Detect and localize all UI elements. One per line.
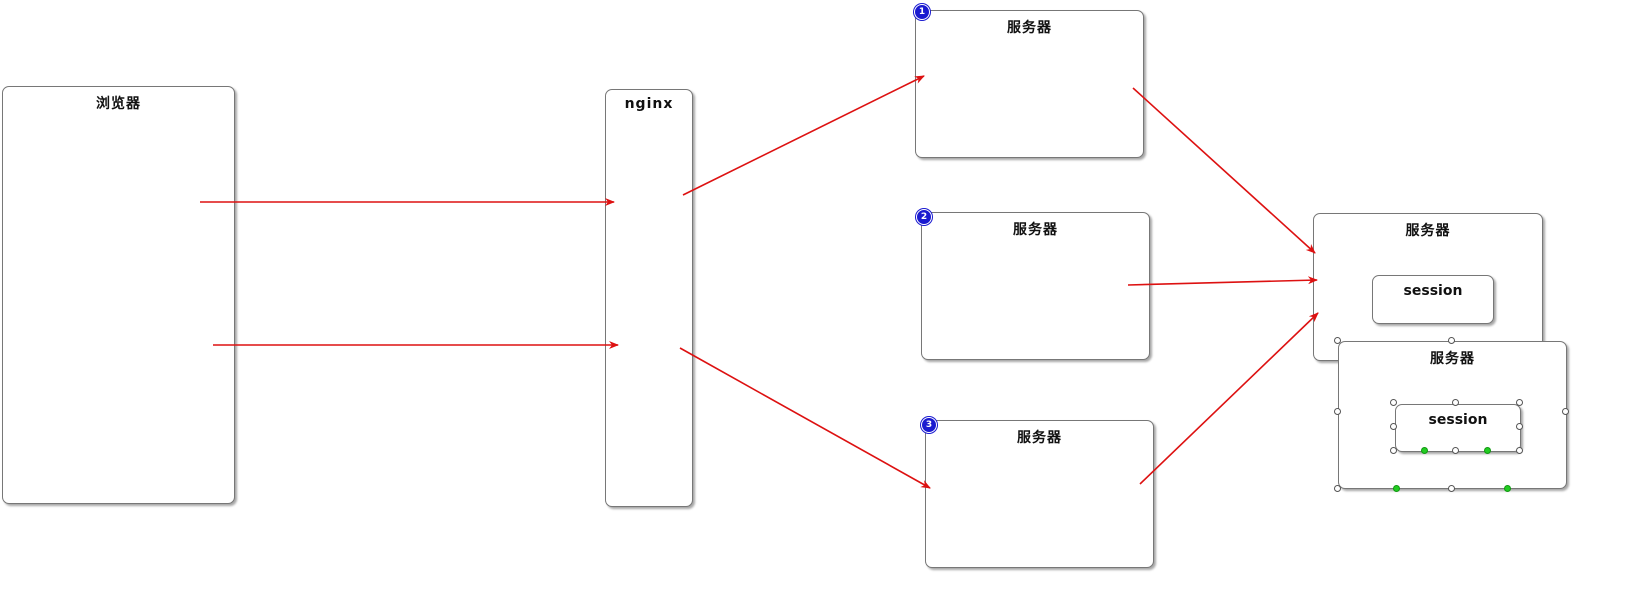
session-server-a-label: 服务器 xyxy=(1405,223,1451,239)
resize-handle[interactable] xyxy=(1516,399,1523,406)
nginx-node[interactable]: nginx xyxy=(605,89,693,507)
resize-handle[interactable] xyxy=(1390,447,1397,454)
resize-handle[interactable] xyxy=(1448,337,1455,344)
browser-node[interactable]: 浏览器 xyxy=(2,86,235,504)
session-server-node-b[interactable]: 服务器 session xyxy=(1338,341,1567,489)
session-server-node-a[interactable]: 服务器 session xyxy=(1313,213,1543,361)
server-node-2[interactable]: 服务器 xyxy=(921,212,1150,360)
session-a-label: session xyxy=(1403,283,1463,299)
arrow-nginx-to-server-3[interactable] xyxy=(679,347,931,489)
session-box-a[interactable]: session xyxy=(1372,275,1494,324)
arrow-nginx-to-server-1[interactable] xyxy=(682,75,925,196)
server-3-label: 服务器 xyxy=(1017,430,1062,446)
connection-handle[interactable] xyxy=(1393,485,1400,492)
server-1-badge: 1 xyxy=(914,4,930,20)
server-3-badge: 3 xyxy=(921,417,937,433)
arrow-server-1-to-session-server[interactable] xyxy=(1132,87,1316,254)
session-b-label: session xyxy=(1428,412,1488,428)
server-node-3[interactable]: 服务器 xyxy=(925,420,1154,568)
resize-handle[interactable] xyxy=(1390,399,1397,406)
connection-handle[interactable] xyxy=(1484,447,1491,454)
resize-handle[interactable] xyxy=(1452,399,1459,406)
nginx-label: nginx xyxy=(624,96,674,112)
server-2-badge: 2 xyxy=(916,209,932,225)
resize-handle[interactable] xyxy=(1390,423,1397,430)
resize-handle[interactable] xyxy=(1448,485,1455,492)
server-node-1[interactable]: 服务器 xyxy=(915,10,1144,158)
browser-label: 浏览器 xyxy=(96,96,141,112)
session-server-b-label: 服务器 xyxy=(1430,351,1475,367)
connection-handle[interactable] xyxy=(1504,485,1511,492)
arrow-server-3-to-session-server[interactable] xyxy=(1139,312,1319,485)
resize-handle[interactable] xyxy=(1516,423,1523,430)
resize-handle[interactable] xyxy=(1334,408,1341,415)
resize-handle[interactable] xyxy=(1334,337,1341,344)
server-2-label: 服务器 xyxy=(1013,222,1058,238)
server-1-label: 服务器 xyxy=(1007,20,1052,36)
resize-handle[interactable] xyxy=(1562,408,1569,415)
resize-handle[interactable] xyxy=(1334,485,1341,492)
arrow-server-2-to-session-server[interactable] xyxy=(1127,276,1318,286)
connection-handle[interactable] xyxy=(1421,447,1428,454)
resize-handle[interactable] xyxy=(1452,447,1459,454)
resize-handle[interactable] xyxy=(1516,447,1523,454)
session-box-b[interactable]: session xyxy=(1395,404,1521,452)
